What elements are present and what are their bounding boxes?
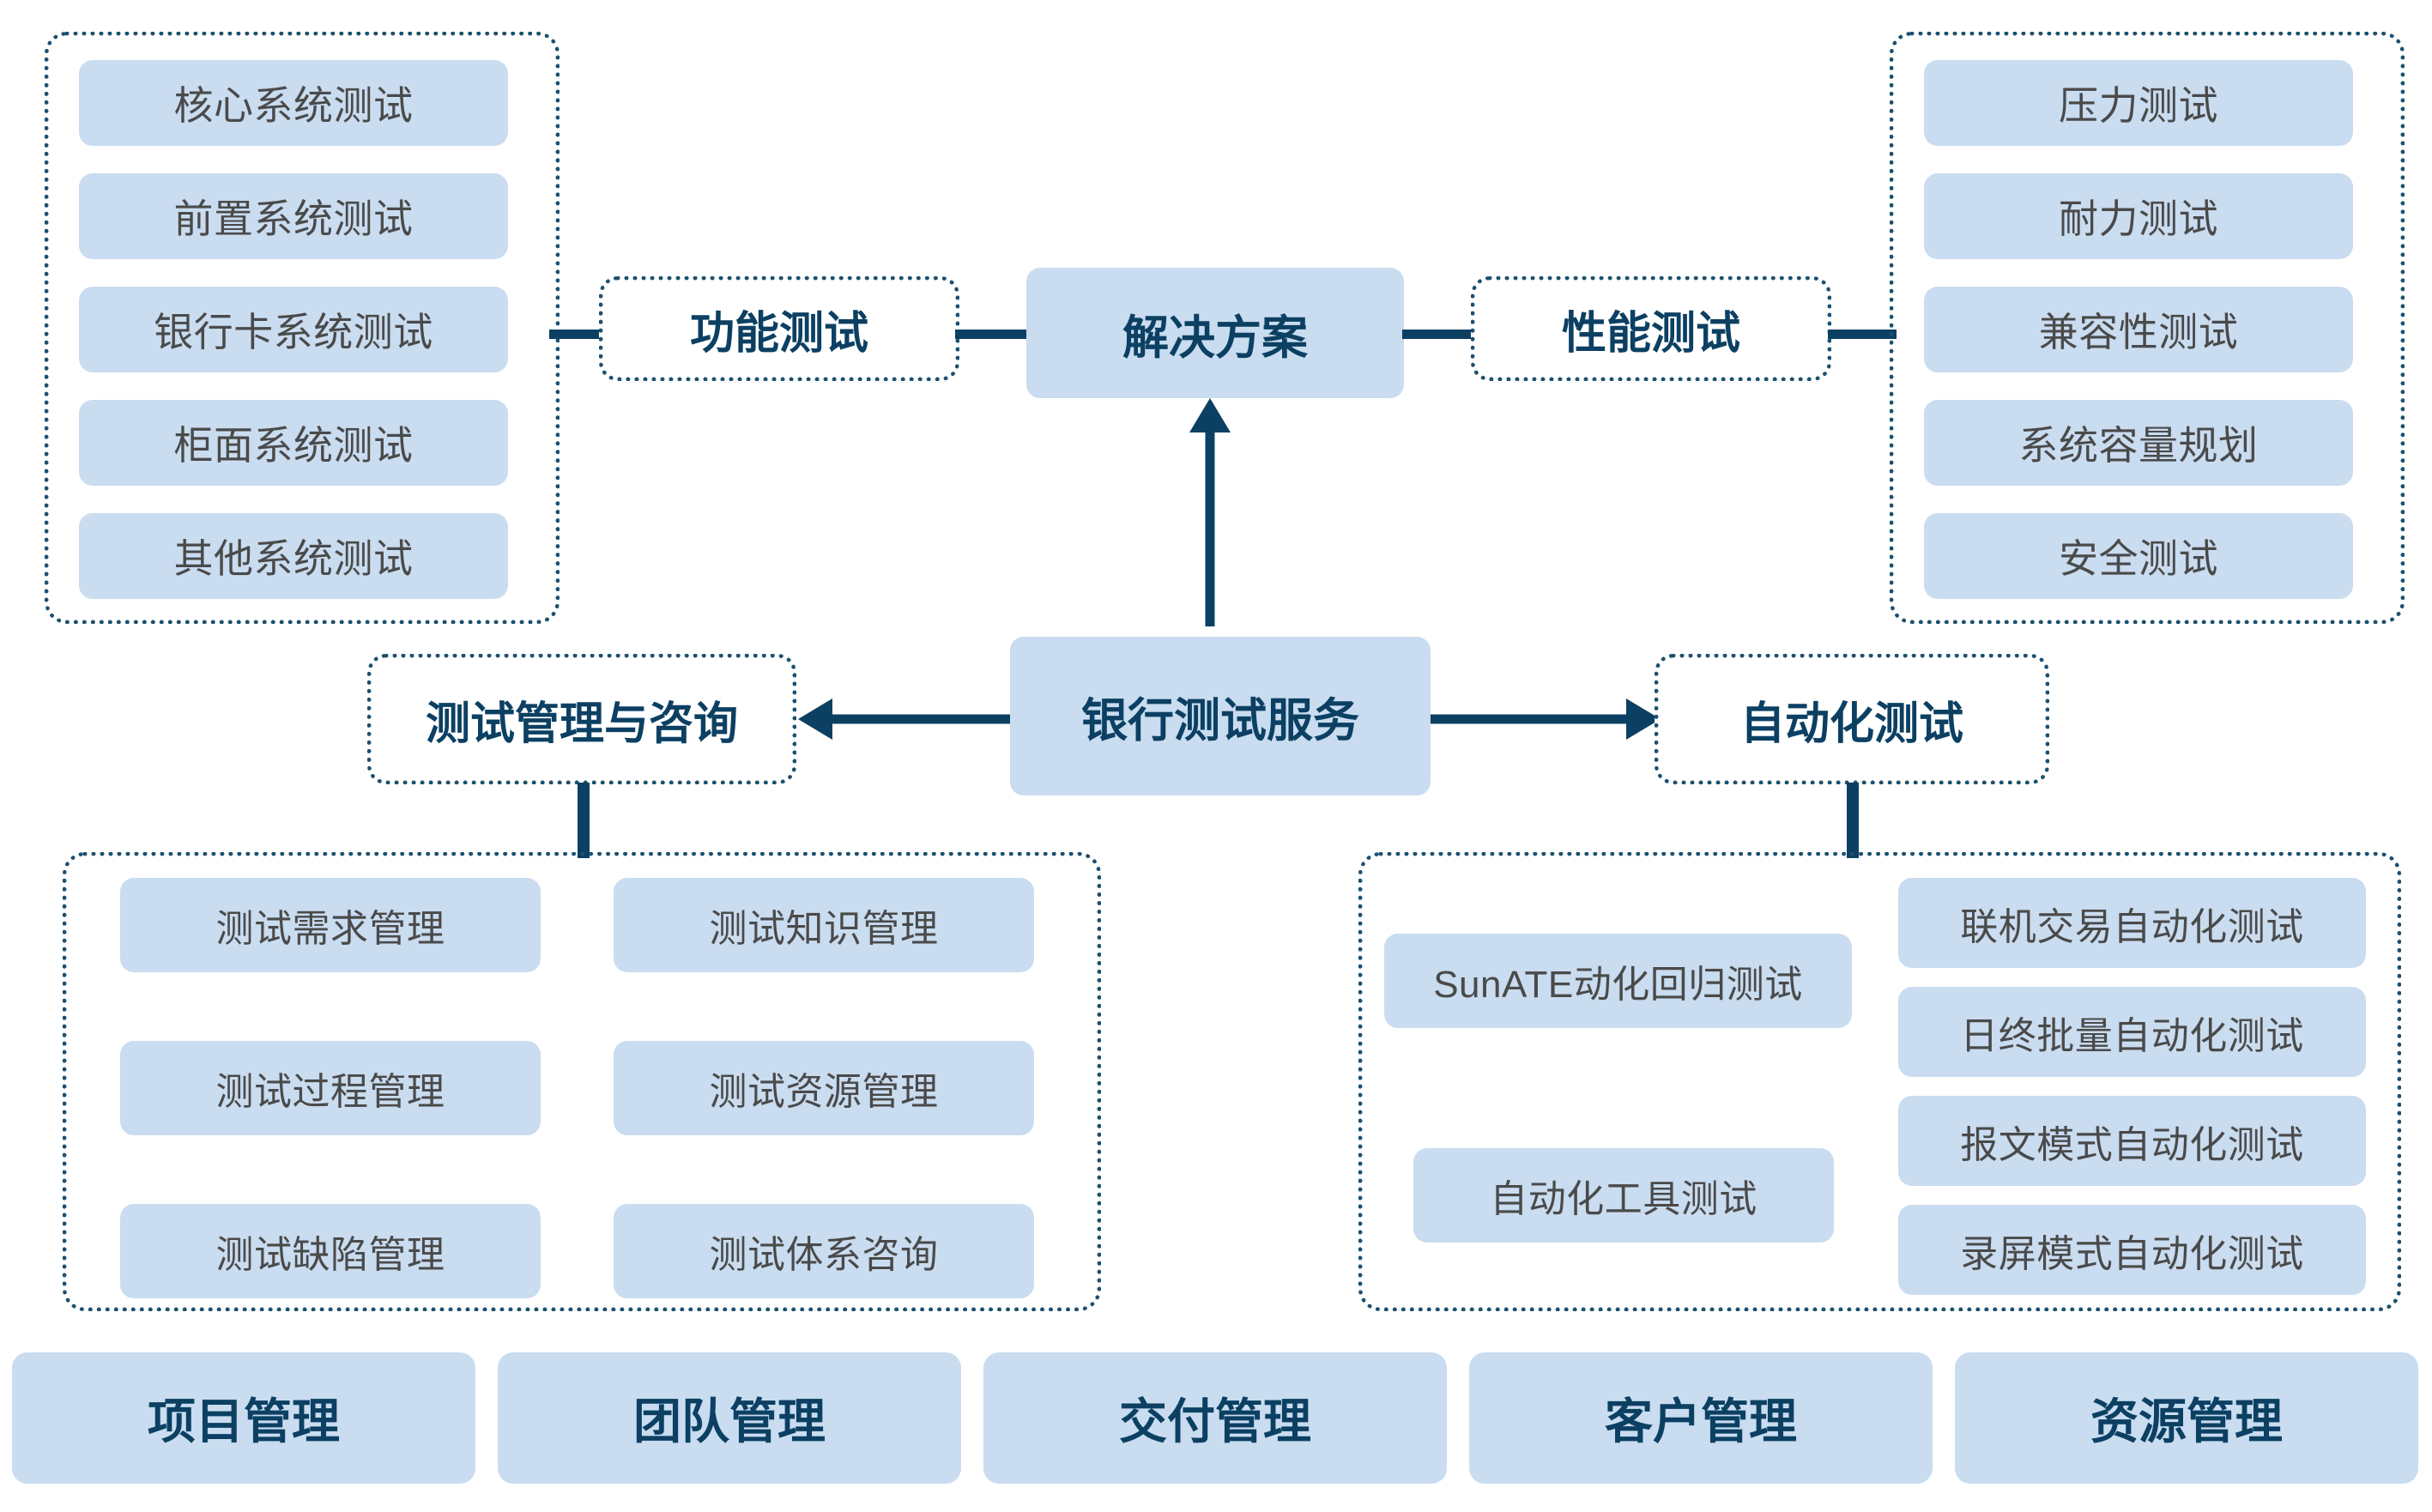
chip-management-left-0[interactable]: 测试需求管理	[120, 878, 541, 972]
chip-functional-0[interactable]: 核心系统测试	[79, 60, 508, 146]
automation-group	[1358, 852, 2401, 1311]
footer-chip-0[interactable]: 项目管理	[12, 1352, 475, 1484]
chip-functional-2[interactable]: 银行卡系统测试	[79, 287, 508, 372]
functional-test-group	[45, 32, 560, 624]
chip-performance-3[interactable]: 系统容量规划	[1924, 400, 2353, 486]
arrow-root-to-automation	[1431, 699, 1661, 740]
chip-performance-0[interactable]: 压力测试	[1924, 60, 2353, 146]
connector-functional-to-solution	[955, 330, 1032, 339]
connector-functional-group-to-branch	[549, 330, 618, 339]
chip-automation-right-1[interactable]: 日终批量自动化测试	[1898, 987, 2366, 1077]
chip-management-left-1[interactable]: 测试过程管理	[120, 1041, 541, 1135]
performance-test-group	[1890, 32, 2405, 624]
chip-management-right-2[interactable]: 测试体系咨询	[614, 1204, 1034, 1298]
chip-functional-3[interactable]: 柜面系统测试	[79, 400, 508, 486]
chip-performance-4[interactable]: 安全测试	[1924, 513, 2353, 599]
branch-node-automation[interactable]: 自动化测试	[1655, 654, 2049, 784]
chip-automation-right-0[interactable]: 联机交易自动化测试	[1898, 878, 2366, 968]
branch-node-performance[interactable]: 性能测试	[1471, 276, 1831, 381]
footer-chip-1[interactable]: 团队管理	[498, 1352, 961, 1484]
footer-chip-2[interactable]: 交付管理	[983, 1352, 1447, 1484]
footer-chip-4[interactable]: 资源管理	[1955, 1352, 2418, 1484]
hub-node-root[interactable]: 银行测试服务	[1010, 637, 1431, 795]
arrow-root-to-management	[798, 699, 1028, 740]
connector-performance-to-group	[1828, 330, 1897, 339]
chip-automation-right-3[interactable]: 录屏模式自动化测试	[1898, 1205, 2366, 1295]
chip-management-right-0[interactable]: 测试知识管理	[614, 878, 1034, 972]
connector-automation-to-group	[1847, 783, 1859, 858]
arrow-root-to-solution	[1189, 398, 1231, 626]
footer-chip-3[interactable]: 客户管理	[1469, 1352, 1933, 1484]
chip-functional-1[interactable]: 前置系统测试	[79, 173, 508, 259]
chip-performance-2[interactable]: 兼容性测试	[1924, 287, 2353, 372]
chip-functional-4[interactable]: 其他系统测试	[79, 513, 508, 599]
chip-automation-left-1[interactable]: 自动化工具测试	[1413, 1148, 1834, 1243]
management-group	[63, 852, 1101, 1311]
chip-performance-1[interactable]: 耐力测试	[1924, 173, 2353, 259]
chip-automation-right-2[interactable]: 报文模式自动化测试	[1898, 1096, 2366, 1186]
chip-automation-left-0[interactable]: SunATE动化回归测试	[1384, 934, 1852, 1028]
connector-solution-to-performance	[1402, 330, 1479, 339]
branch-node-functional[interactable]: 功能测试	[599, 276, 959, 381]
connector-management-to-group	[578, 783, 590, 858]
chip-management-left-2[interactable]: 测试缺陷管理	[120, 1204, 541, 1298]
chip-management-right-1[interactable]: 测试资源管理	[614, 1041, 1034, 1135]
branch-node-management[interactable]: 测试管理与咨询	[367, 654, 796, 784]
hub-node-solution[interactable]: 解决方案	[1026, 268, 1404, 398]
